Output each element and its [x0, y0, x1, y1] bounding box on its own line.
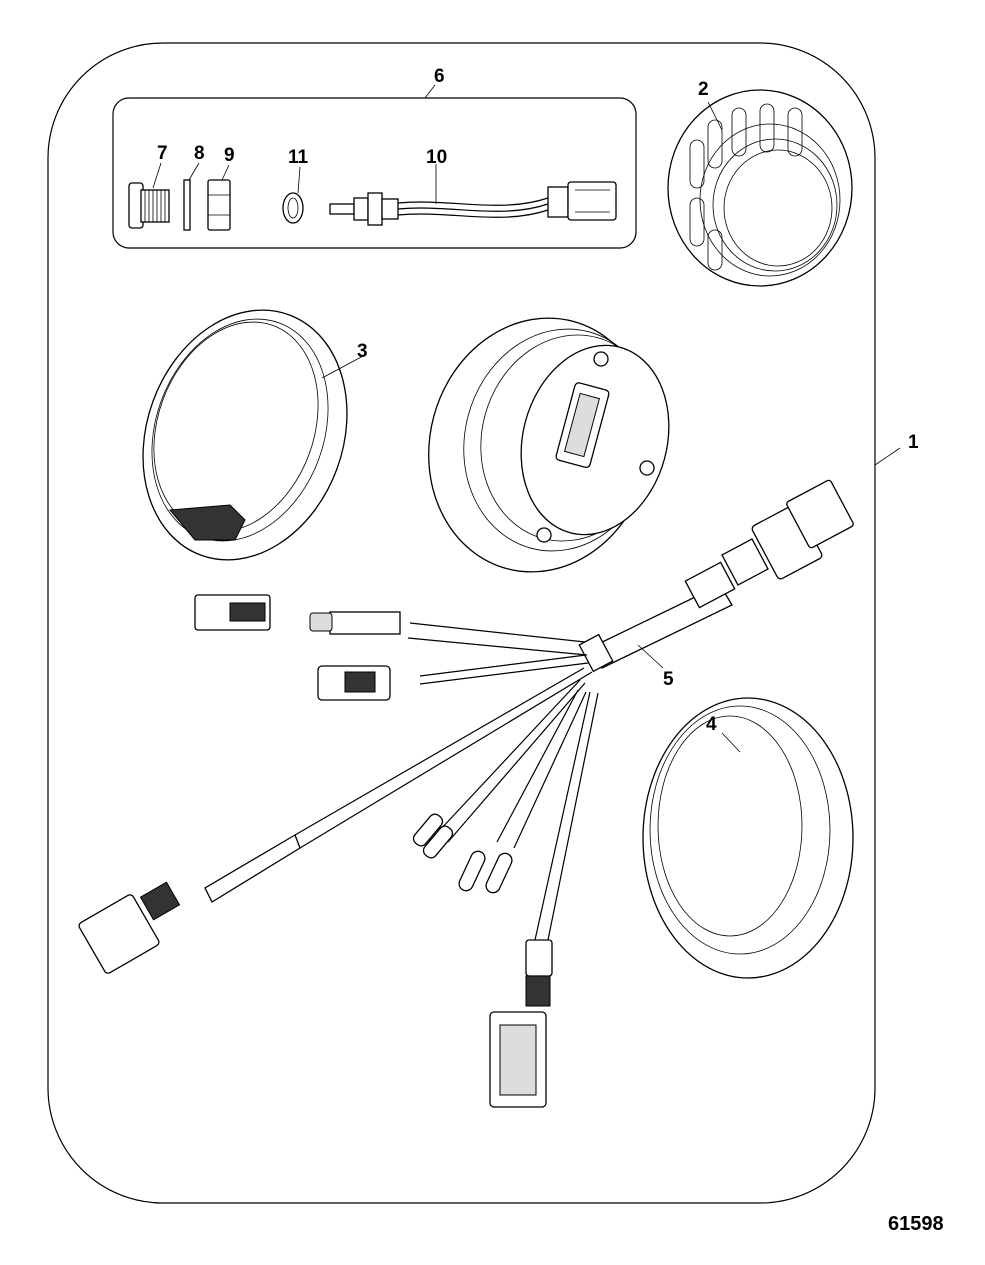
part-5-harness [78, 479, 854, 1108]
part-11-o-ring [282, 192, 304, 224]
callout-9: 9 [224, 145, 235, 166]
part-4-gasket [642, 697, 854, 979]
callout-11: 11 [288, 147, 309, 168]
callout-8: 8 [194, 143, 205, 164]
callout-4: 4 [706, 714, 717, 735]
callout-3: 3 [357, 341, 368, 362]
part-7-plug [128, 182, 170, 229]
callout-5: 5 [663, 669, 674, 690]
kit-border [47, 42, 876, 1204]
part-9-nut [207, 179, 231, 231]
gauge-body [428, 317, 670, 573]
part-3-bezel [142, 309, 348, 561]
part-8-washer [183, 179, 191, 231]
figure-id: 61598 [888, 1213, 944, 1235]
part-10-sender [329, 181, 617, 226]
callout-2: 2 [698, 79, 709, 100]
callout-6: 6 [434, 66, 445, 87]
part-2-retaining-nut [667, 89, 853, 287]
callout-7: 7 [157, 143, 168, 164]
hardware-kit-box [112, 97, 637, 249]
callout-10: 10 [426, 147, 447, 168]
callout-1: 1 [908, 432, 919, 453]
